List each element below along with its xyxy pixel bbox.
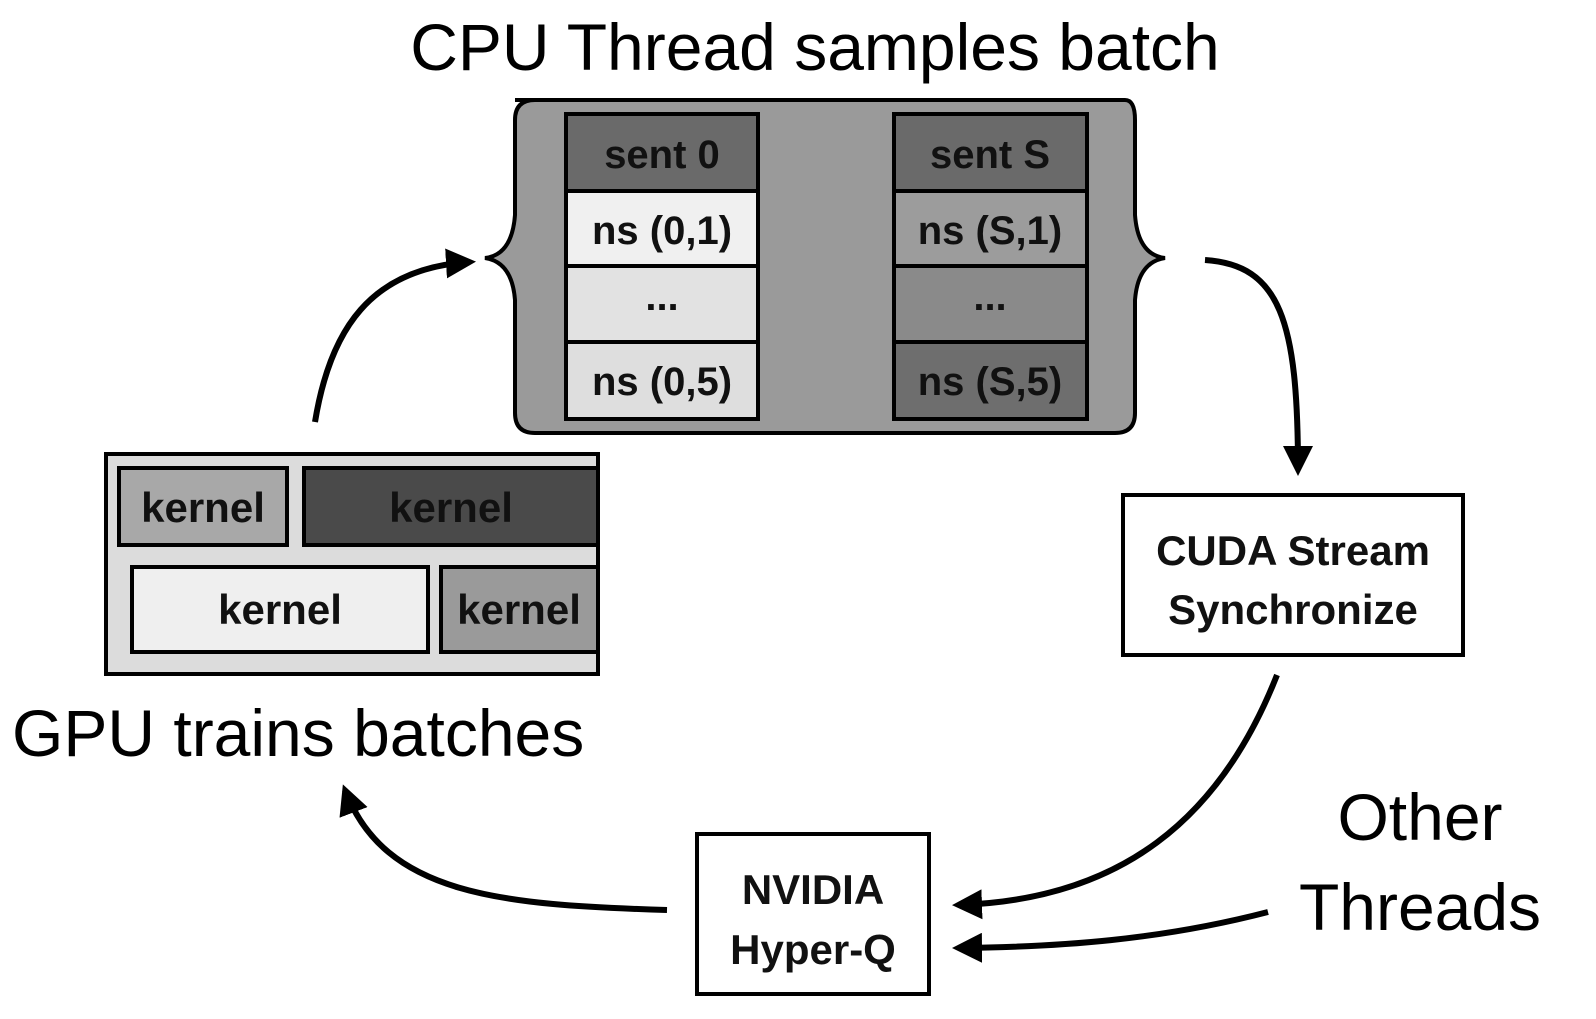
sent-s-row-2: ... [973, 275, 1006, 319]
cpu-title: CPU Thread samples batch [410, 10, 1220, 84]
hyperq-line-1: NVIDIA [742, 866, 884, 913]
cuda-sync-line-1: CUDA Stream [1156, 527, 1430, 574]
sent-0-row-2-cell [564, 264, 760, 344]
sent-0-row-3: ns (0,5) [592, 360, 732, 404]
kernel-4-block [439, 565, 600, 654]
gpu-kernel-box: kernel kernel kernel kernel [104, 452, 600, 676]
kernel-1-block [117, 466, 289, 547]
sent-0-row-2: ... [645, 275, 678, 319]
arrow-cuda-to-hyperq [952, 673, 1280, 920]
kernel-3-label: kernel [218, 586, 342, 633]
sent-0-row-3-cell [564, 340, 760, 421]
arrow-gpu-to-cpu [312, 248, 476, 423]
sent-s-header: sent S [930, 133, 1050, 177]
sent-0-header-cell [564, 112, 760, 193]
arrow-cpu-to-cuda [1204, 257, 1313, 476]
sent-s-row-1-cell [892, 189, 1089, 268]
cuda-sync-line-2: Synchronize [1168, 586, 1418, 633]
kernel-4-label: kernel [457, 586, 581, 633]
hyperq-line-2: Hyper-Q [730, 926, 896, 973]
gpu-title: GPU trains batches [12, 696, 584, 770]
sent-s-row-1: ns (S,1) [918, 209, 1062, 253]
arrow-hyperq-to-gpu [339, 784, 668, 913]
sent-0-row-1: ns (0,1) [592, 209, 732, 253]
arrow-other-threads-to-hyperq [952, 909, 1269, 963]
kernel-3-block [130, 565, 430, 654]
kernel-2-label: kernel [389, 484, 513, 531]
hyperq-box [695, 832, 931, 996]
sent-s-row-3-cell [892, 340, 1089, 421]
other-threads-line-2: Threads [1299, 870, 1541, 944]
sent-s-row-3: ns (S,5) [918, 360, 1062, 404]
cuda-sync-box [1121, 493, 1465, 657]
sent-s-row-2-cell [892, 264, 1089, 344]
kernel-2-block [302, 466, 600, 547]
other-threads-line-1: Other [1337, 780, 1502, 854]
kernel-1-label: kernel [141, 484, 265, 531]
sentence-s-column: sent S ns (S,1) ... ns (S,5) [892, 112, 1089, 421]
sentence-0-column: sent 0 ns (0,1) ... ns (0,5) [564, 112, 760, 421]
sent-0-header: sent 0 [604, 133, 720, 177]
